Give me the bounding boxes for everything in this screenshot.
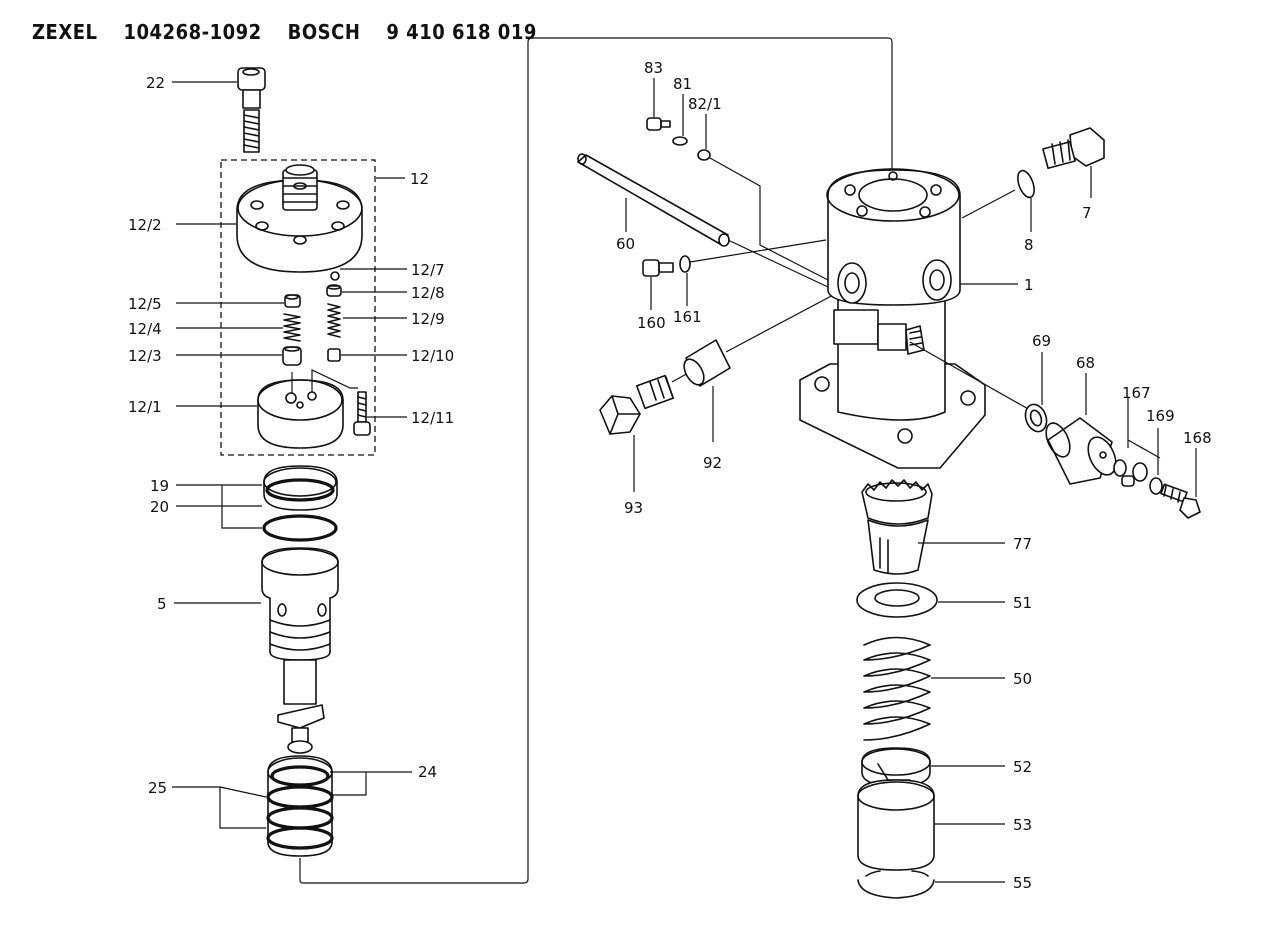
part-20-ring: [262, 514, 338, 542]
part-161-washer: [679, 255, 691, 273]
label-69: 69: [1032, 332, 1051, 350]
group-12-box: [220, 159, 376, 456]
part-25-rings: [266, 785, 334, 850]
part-12-2-flange: [236, 164, 363, 273]
part-12-4-spring: [283, 313, 301, 342]
drawing-header: ZEXEL 104268-1092 BOSCH 9 410 618 019: [32, 20, 563, 44]
part-77-control-sleeve: [861, 479, 933, 575]
part-12-1-base: [257, 369, 358, 449]
label-169: 169: [1146, 407, 1175, 425]
part-50-spring: [863, 636, 931, 741]
label-81: 81: [673, 75, 692, 93]
brand-bosch: BOSCH: [287, 20, 361, 44]
part-12-7-ball: [330, 271, 340, 281]
part-93-banjo-bolt: [599, 374, 674, 435]
bosch-part-number: 9 410 618 019: [386, 20, 537, 44]
label-68: 68: [1076, 354, 1095, 372]
zexel-part-number: 104268-1092: [123, 20, 262, 44]
part-7-plug: [1042, 127, 1105, 170]
part-169-washer: [1132, 462, 1163, 495]
label-7: 7: [1082, 204, 1092, 222]
part-12-10-pin: [327, 348, 341, 362]
part-82-1-ring: [697, 149, 711, 161]
label-1: 1: [1024, 276, 1034, 294]
label-12-4: 12/4: [128, 320, 162, 338]
label-92: 92: [703, 454, 722, 472]
part-53-tappet: [857, 779, 935, 871]
label-50: 50: [1013, 670, 1032, 688]
label-53: 53: [1013, 816, 1032, 834]
label-12-8: 12/8: [411, 284, 445, 302]
label-93: 93: [624, 499, 643, 517]
label-5: 5: [157, 595, 167, 613]
label-160: 160: [637, 314, 666, 332]
part-83-screw: [646, 117, 671, 131]
part-168-bolt: [1160, 483, 1201, 519]
label-8: 8: [1024, 236, 1034, 254]
part-19-ring: [263, 465, 338, 511]
label-12-1: 12/1: [128, 398, 162, 416]
label-12-11: 12/11: [411, 409, 454, 427]
label-52: 52: [1013, 758, 1032, 776]
part-12-8-seat: [326, 284, 342, 297]
part-12-3-piece: [282, 346, 302, 366]
label-12-9: 12/9: [411, 310, 445, 328]
part-69-washer: [1024, 403, 1048, 433]
part-5-barrel: [261, 547, 339, 754]
label-12-5: 12/5: [128, 295, 162, 313]
part-81-washer: [672, 136, 688, 146]
label-12-2: 12/2: [128, 216, 162, 234]
label-25: 25: [148, 779, 167, 797]
label-83: 83: [644, 59, 663, 77]
part-12-9-spring: [327, 303, 341, 338]
label-20: 20: [150, 498, 169, 516]
label-167: 167: [1122, 384, 1151, 402]
part-68-cap: [1045, 417, 1117, 485]
label-51: 51: [1013, 594, 1032, 612]
label-12-10: 12/10: [411, 347, 454, 365]
part-1-pump-housing: [799, 168, 986, 469]
label-77: 77: [1013, 535, 1032, 553]
brand-zexel: ZEXEL: [32, 20, 98, 44]
part-55-snap-ring: [857, 870, 935, 899]
part-8-o-ring: [1017, 169, 1035, 199]
label-168: 168: [1183, 429, 1212, 447]
label-161: 161: [673, 308, 702, 326]
part-12-5-valve: [284, 294, 301, 308]
part-167-washer: [1113, 459, 1135, 487]
label-12: 12: [410, 170, 429, 188]
part-160-bolt: [642, 259, 674, 277]
label-24: 24: [418, 763, 437, 781]
label-12-7: 12/7: [411, 261, 445, 279]
part-12-11-screw: [353, 391, 371, 436]
label-55: 55: [1013, 874, 1032, 892]
assembly-connector-line: [299, 37, 893, 884]
label-22: 22: [146, 74, 165, 92]
part-51-washer: [856, 582, 938, 618]
part-22-bolt: [237, 67, 266, 153]
label-82-1: 82/1: [688, 95, 722, 113]
label-60: 60: [616, 235, 635, 253]
label-12-3: 12/3: [128, 347, 162, 365]
part-92-sleeve: [683, 339, 731, 387]
part-60-rod: [577, 153, 730, 247]
label-19: 19: [150, 477, 169, 495]
